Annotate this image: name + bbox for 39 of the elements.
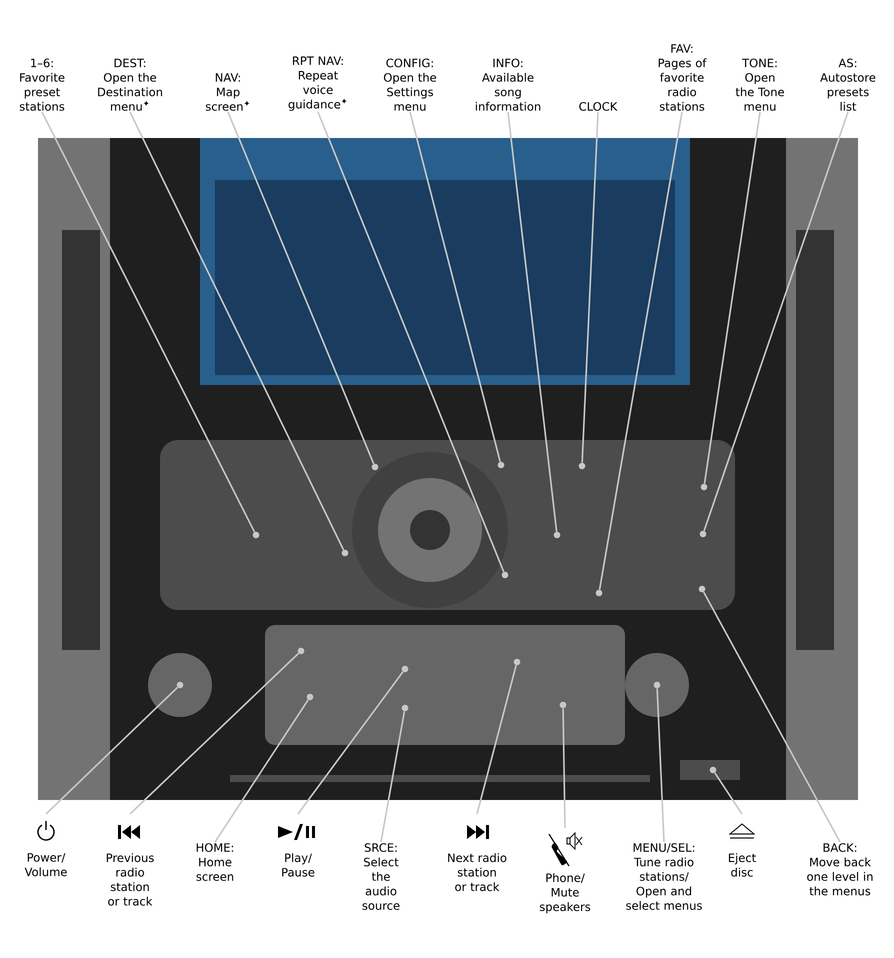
leader-line (297, 671, 404, 814)
leader-line (409, 112, 501, 462)
leader-line (714, 772, 743, 814)
callout-text: Phone/ Mute speakers (540, 873, 590, 914)
callout-text: BACK: Move back one level in the menus (807, 843, 872, 896)
leader-line (562, 708, 566, 828)
callout-text: RPT NAV: Repeat voice guidance$^{✦}$ (288, 56, 348, 111)
leader-line (317, 112, 504, 572)
callout-text: TONE: Open the Tone menu (736, 58, 784, 111)
leader-line (45, 686, 178, 815)
callout-text: Previous radio station or track (106, 853, 154, 906)
callout-text: DEST: Open the Destination menu$^{✦}$ (98, 58, 162, 111)
callout-text: AS: Autostore presets list (820, 58, 876, 111)
callout-text: FAV: Pages of favorite radio stations (658, 44, 707, 111)
callout-text: 1–6: Favorite preset stations (20, 58, 64, 111)
callout-text: SRCE: Select the audio source (362, 843, 400, 910)
leader-line (129, 652, 300, 815)
callout-text: Eject disc (728, 853, 756, 877)
callout-text: NAV: Map screen$^{✦}$ (206, 73, 250, 111)
leader-line (41, 112, 256, 532)
callout-text: Power/ Volume (24, 853, 67, 876)
callout-text: INFO: Available song information (476, 58, 540, 111)
leader-line (703, 112, 849, 531)
callout-text: CLOCK (579, 102, 618, 111)
leader-line (507, 112, 558, 532)
leader-line (214, 699, 309, 842)
leader-line (598, 112, 683, 590)
callout-text: Next radio station or track (448, 853, 506, 892)
leader-line (702, 592, 841, 842)
callout-text: Play/ Pause (282, 853, 314, 877)
leader-line (380, 711, 406, 842)
callout-text: HOME: Home screen (196, 843, 234, 881)
leader-line (129, 112, 344, 550)
leader-line (581, 112, 599, 463)
leader-line (704, 112, 761, 484)
callout-text: CONFIG: Open the Settings menu (384, 58, 436, 111)
leader-line (227, 112, 374, 464)
leader-line (656, 688, 665, 842)
callout-text: MENU/SEL: Tune radio stations/ Open and select menus (626, 843, 702, 910)
